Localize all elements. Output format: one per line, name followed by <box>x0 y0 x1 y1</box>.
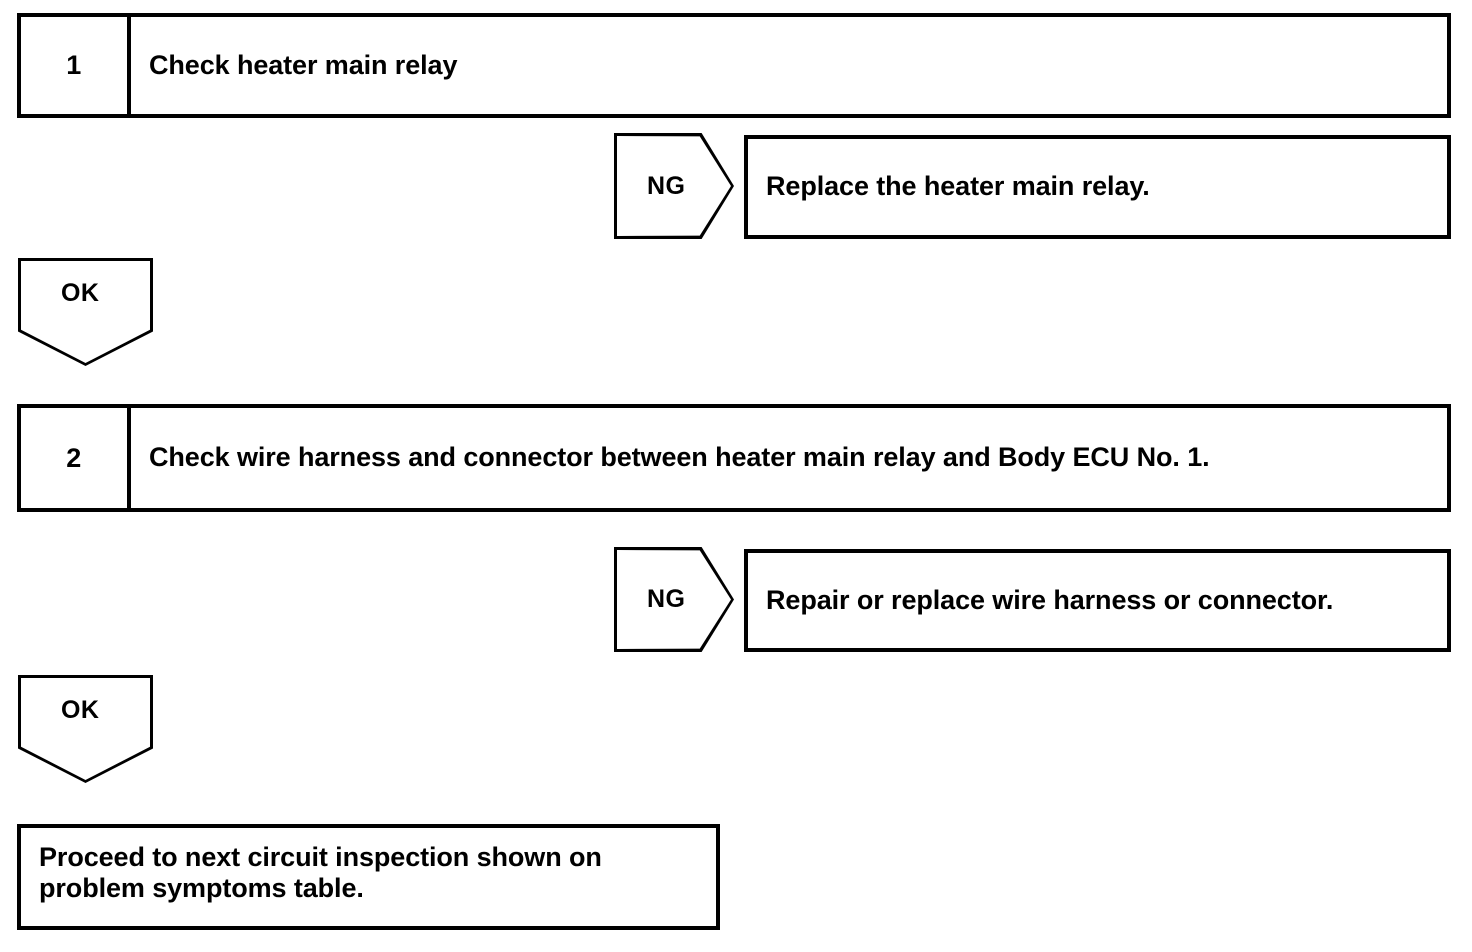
ng-arrow-2-inner: NG <box>617 550 731 649</box>
ng-arrow-2: NG <box>614 547 734 652</box>
ng-arrow-1-label: NG <box>647 171 686 200</box>
result-box-2: Repair or replace wire harness or connec… <box>744 549 1451 652</box>
step-text-1: Check heater main relay <box>149 49 458 80</box>
final-result-box: Proceed to next circuit inspection shown… <box>17 824 720 930</box>
ok-arrow-2: OK <box>18 675 153 783</box>
step-box-1: 1 Check heater main relay <box>17 13 1451 118</box>
ok-arrow-1-label: OK <box>61 279 100 307</box>
step-number-2: 2 <box>21 408 131 508</box>
ng-arrow-2-label: NG <box>647 585 686 613</box>
ng-arrow-1-inner: NG <box>617 136 731 236</box>
step-number-1: 1 <box>21 17 131 114</box>
ok-arrow-2-label: OK <box>61 696 100 724</box>
step-box-2: 2 Check wire harness and connector betwe… <box>17 404 1451 512</box>
result-box-1: Replace the heater main relay. <box>744 135 1451 239</box>
ok-arrow-2-inner: OK <box>21 678 150 780</box>
ok-arrow-1-inner: OK <box>21 261 150 363</box>
ok-arrow-1: OK <box>18 258 153 366</box>
ng-arrow-1: NG <box>614 133 734 239</box>
step-text-2: Check wire harness and connector between… <box>149 442 1210 473</box>
